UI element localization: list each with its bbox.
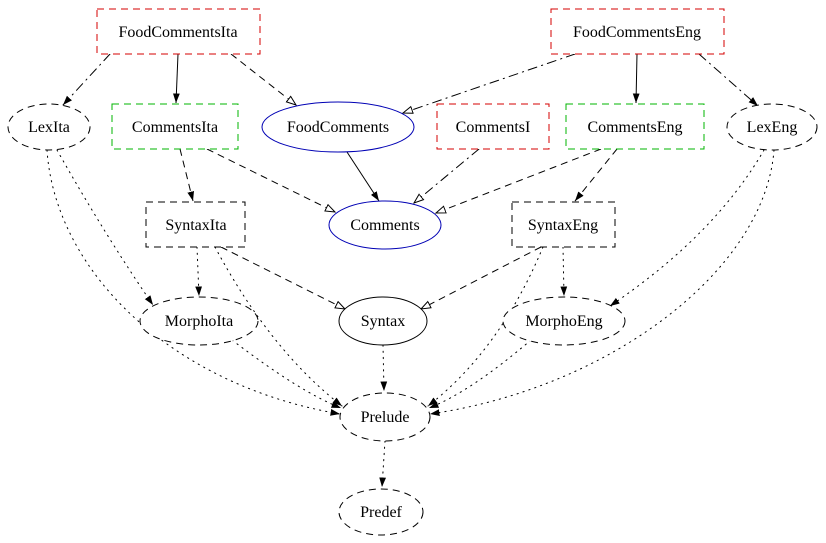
- node-syntaxita-shape: [145, 201, 246, 248]
- node-syntax: Syntax: [338, 296, 428, 346]
- edge-commentsi-comments: [414, 148, 480, 203]
- edge-foodcommentseng-lexeng: [698, 53, 759, 107]
- node-commentseng-label: CommentsEng: [587, 119, 682, 136]
- node-morphoita-shape: [139, 296, 259, 346]
- edge-morphoita-prelude: [231, 339, 342, 409]
- edge-foodcommentsita-foodcomments: [230, 53, 296, 105]
- node-syntax-shape: [338, 296, 428, 346]
- edge-lexeng-prelude: [429, 149, 775, 417]
- node-foodcommentsita-shape: [96, 8, 261, 55]
- node-syntaxeng: SyntaxEng: [511, 201, 616, 248]
- edge-commentsita-syntaxita: [179, 148, 194, 202]
- node-commentseng-shape: [565, 103, 705, 150]
- node-morphoeng-shape: [502, 296, 626, 346]
- edge-foodcommentsita-lexita: [62, 53, 111, 106]
- node-lexeng-label: LexEng: [747, 119, 798, 136]
- edge-foodcomments-comments: [346, 151, 380, 202]
- node-prelude-label: Prelude: [361, 409, 410, 426]
- node-predef-shape: [338, 488, 424, 536]
- node-predef: Predef: [338, 488, 424, 536]
- node-comments-label: Comments: [350, 217, 419, 234]
- node-commentsita-shape: [111, 103, 239, 150]
- node-lexita: LexIta: [7, 103, 91, 151]
- edge-syntaxita-syntax: [220, 246, 345, 309]
- edge-prelude-predef: [379, 440, 387, 488]
- node-morphoita: MorphoIta: [139, 296, 259, 346]
- node-commentsi-label: CommentsI: [456, 119, 531, 136]
- node-commentsita-label: CommentsIta: [132, 119, 218, 136]
- node-lexita-label: LexIta: [28, 119, 70, 136]
- node-syntaxita: SyntaxIta: [145, 201, 246, 248]
- node-commentsita: CommentsIta: [111, 103, 239, 150]
- node-syntaxeng-label: SyntaxEng: [528, 217, 598, 234]
- node-morphoeng-label: MorphoEng: [525, 313, 602, 330]
- edge-lexeng-morphoeng: [609, 149, 765, 307]
- node-prelude-shape: [339, 392, 431, 442]
- node-morphoita-label: MorphoIta: [165, 313, 233, 330]
- node-commentseng: CommentsEng: [565, 103, 705, 150]
- edge-commentseng-syntaxeng: [574, 148, 618, 202]
- node-foodcommentseng-label: FoodCommentsEng: [573, 24, 701, 41]
- edge-lexita-prelude: [46, 149, 341, 416]
- edge-syntax-prelude: [380, 344, 388, 392]
- node-foodcommentsita: FoodCommentsIta: [96, 8, 261, 55]
- edge-lexita-morphoita: [56, 149, 154, 306]
- edge-syntaxeng-syntax: [421, 246, 542, 309]
- node-syntaxeng-shape: [511, 201, 616, 248]
- edge-syntaxita-morphoita: [195, 246, 203, 297]
- edge-syntaxeng-morphoeng: [560, 246, 568, 297]
- node-foodcomments-shape: [261, 101, 415, 153]
- edge-foodcommentsita-commentsita: [172, 53, 180, 104]
- node-commentsi: CommentsI: [436, 103, 550, 150]
- node-foodcommentseng: FoodCommentsEng: [550, 8, 725, 55]
- node-foodcomments: FoodComments: [261, 101, 415, 153]
- node-prelude: Prelude: [339, 392, 431, 442]
- node-lexeng-shape: [726, 103, 818, 151]
- node-syntax-label: Syntax: [361, 313, 405, 330]
- node-syntaxita-label: SyntaxIta: [165, 217, 226, 234]
- node-foodcomments-label: FoodComments: [287, 119, 389, 136]
- node-foodcommentsita-label: FoodCommentsIta: [118, 24, 237, 41]
- node-morphoeng: MorphoEng: [502, 296, 626, 346]
- edge-morphoeng-prelude: [428, 339, 532, 409]
- node-comments-shape: [328, 200, 442, 250]
- node-lexita-shape: [7, 103, 91, 151]
- node-commentsi-shape: [436, 103, 550, 150]
- node-lexeng: LexEng: [726, 103, 818, 151]
- edge-commentseng-comments: [436, 148, 602, 213]
- node-foodcommentseng-shape: [550, 8, 725, 55]
- node-comments: Comments: [328, 200, 442, 250]
- edge-layer: [46, 53, 775, 488]
- edge-foodcommentseng-commentseng: [632, 53, 640, 104]
- node-predef-label: Predef: [360, 504, 402, 521]
